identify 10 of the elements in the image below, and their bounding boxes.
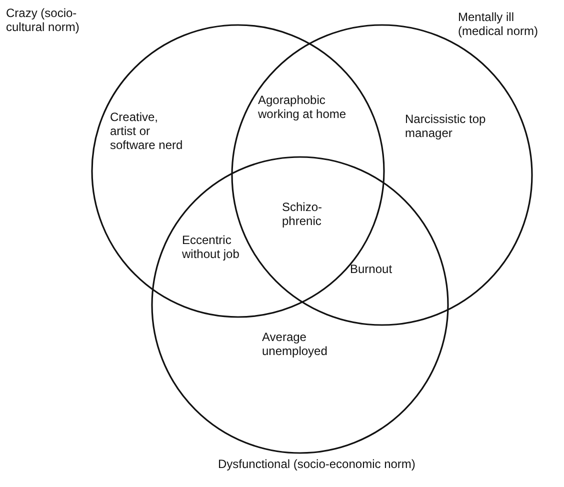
set-heading: Dysfunctional (socio-economic norm) <box>218 457 416 471</box>
region-label: Agoraphobic working at home <box>258 93 348 121</box>
set-heading: Crazy (socio-cultural norm) <box>6 6 80 34</box>
region-label: Narcissistic top manager <box>405 112 487 140</box>
region-label: Creative, artist or software nerd <box>110 110 184 152</box>
region-label: Eccentric without job <box>182 233 240 261</box>
region-label: Average unemployed <box>262 330 328 358</box>
region-label: Burnout <box>350 262 394 276</box>
region-label: Schizo-phrenic <box>282 200 324 228</box>
set-heading: Mentally ill (medical norm) <box>458 10 540 38</box>
